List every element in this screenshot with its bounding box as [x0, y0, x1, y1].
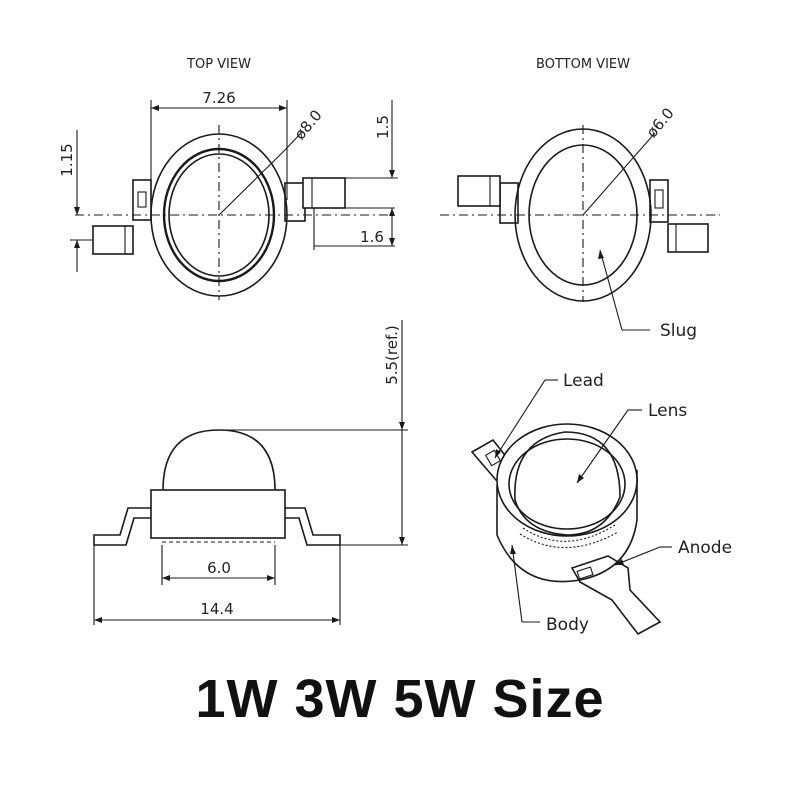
bottom-right-lead-tab [649, 179, 669, 223]
isometric-view: Lead Lens Anode Body [470, 371, 732, 636]
dim-1-6: 1.6 [360, 228, 384, 246]
side-right-lead [285, 507, 341, 546]
dim-diameter-6-0: ø6.0 [643, 104, 678, 141]
dim-total-14-4: 14.4 [200, 600, 233, 618]
dim-1-15: 1.15 [58, 143, 76, 176]
top-left-lead-tab [132, 179, 152, 221]
callout-slug: Slug [660, 321, 697, 341]
iso-lens [514, 431, 621, 536]
iso-body [496, 470, 638, 583]
bottom-right-lead [667, 223, 709, 253]
callout-body: Body [546, 615, 589, 635]
callout-anode: Anode [678, 538, 732, 558]
callout-lens: Lens [648, 401, 687, 421]
dim-base-6-0: 6.0 [207, 559, 231, 577]
iso-body-top [496, 423, 638, 537]
top-left-lead [92, 225, 134, 255]
top-view-title: TOP VIEW [186, 57, 251, 72]
side-left-lead [93, 507, 151, 546]
side-lens-dome [162, 429, 276, 491]
top-view: TOP VIEW 7.26 ø8.0 1.5 [58, 57, 398, 300]
dim-height-5-5-ref: 5.5(ref.) [383, 325, 401, 385]
dim-width-7-26: 7.26 [202, 89, 235, 107]
bottom-view-title: BOTTOM VIEW [536, 57, 630, 72]
dim-1-5: 1.5 [374, 115, 392, 139]
top-right-lead [302, 177, 346, 209]
size-caption: 1W 3W 5W Size [195, 669, 605, 729]
bottom-left-lead [457, 175, 501, 207]
callout-lead: Lead [563, 371, 604, 391]
side-view: 5.5(ref.) 6.0 14.4 [93, 320, 408, 625]
side-body [150, 489, 286, 539]
bottom-view: BOTTOM VIEW ø6.0 Slug [440, 57, 720, 341]
